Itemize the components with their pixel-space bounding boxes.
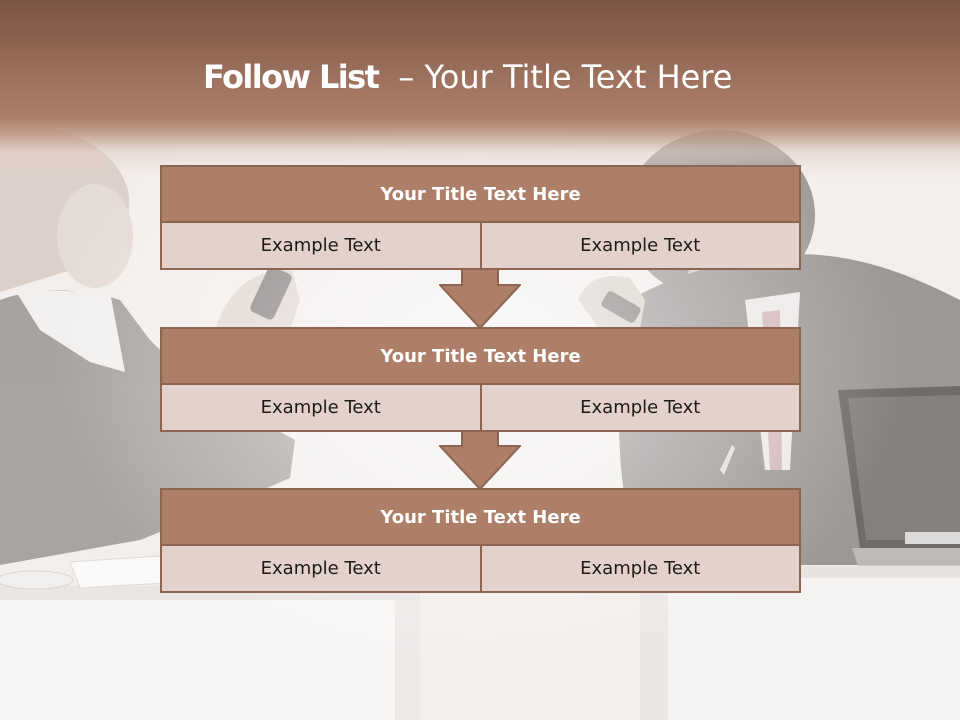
down-arrow-1 [439,268,521,330]
step-3: Your Title Text Here Example Text Exampl… [160,488,801,593]
step-2: Your Title Text Here Example Text Exampl… [160,327,801,432]
step-title: Your Title Text Here [160,488,801,546]
step-item-left: Example Text [160,544,482,593]
slide-title-bold: Follow List [203,58,380,96]
title-band [0,0,960,178]
step-row: Example Text Example Text [160,544,801,593]
step-title: Your Title Text Here [160,327,801,385]
step-item-right: Example Text [479,383,801,432]
step-title: Your Title Text Here [160,165,801,223]
step-1: Your Title Text Here Example Text Exampl… [160,165,801,270]
step-item-right: Example Text [479,544,801,593]
down-arrow-shape [439,268,521,330]
step-item-right: Example Text [479,221,801,270]
slide-title: Follow List – Your Title Text Here [203,58,732,96]
down-arrow-shape [439,429,521,491]
step-item-left: Example Text [160,221,482,270]
step-row: Example Text Example Text [160,383,801,432]
slide-title-rest: – Your Title Text Here [398,58,733,96]
step-item-left: Example Text [160,383,482,432]
down-arrow-2 [439,429,521,491]
step-row: Example Text Example Text [160,221,801,270]
